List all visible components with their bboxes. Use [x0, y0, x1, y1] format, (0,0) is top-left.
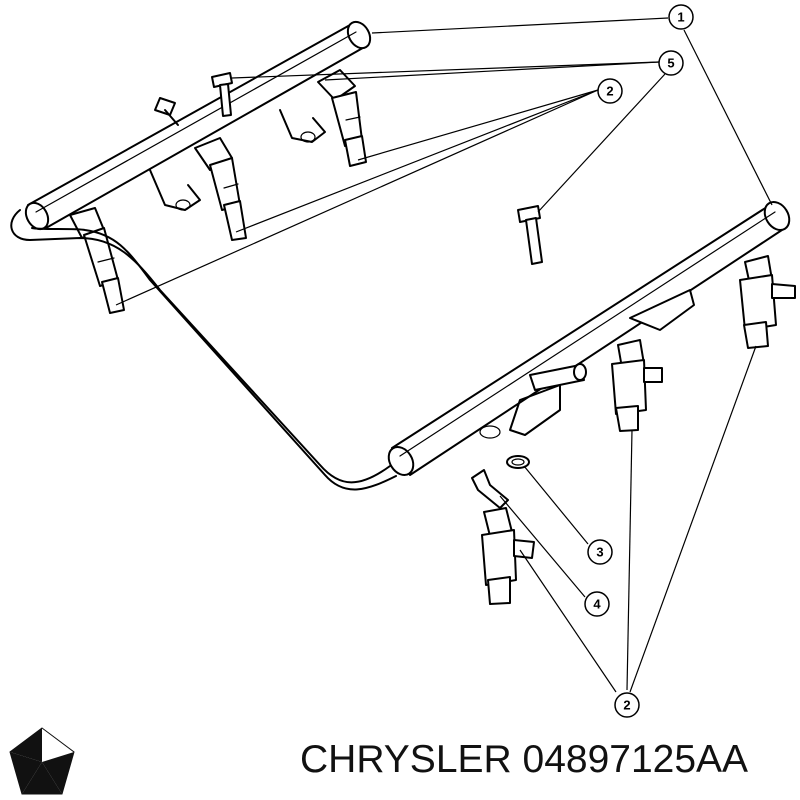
upper-injector-1 [317, 69, 367, 167]
crossover-fuel-tube [10, 209, 397, 491]
leader-lines [115, 17, 773, 693]
exploded-injector [481, 507, 535, 605]
svg-text:2: 2 [623, 698, 630, 713]
part-number-label: CHRYSLER 04897125AA [300, 738, 749, 781]
loose-bolt [517, 205, 543, 265]
lower-injector-2 [611, 339, 663, 432]
callout-5: 5 [658, 50, 684, 76]
lower-fuel-rail [387, 201, 791, 476]
callout-2-lower: 2 [614, 692, 640, 718]
upper-injector-3 [69, 207, 125, 314]
svg-text:2: 2 [606, 84, 613, 99]
upper-bolt [211, 72, 233, 117]
svg-text:5: 5 [667, 56, 674, 71]
lower-bracket [479, 289, 695, 439]
chrysler-pentastar-icon [9, 727, 75, 795]
callout-4: 4 [584, 591, 610, 617]
callout-2-upper: 2 [597, 78, 623, 104]
retaining-clip [471, 469, 509, 509]
callout-3: 3 [587, 539, 613, 565]
o-ring [506, 455, 530, 469]
upper-injector-2 [194, 137, 247, 241]
callout-1: 1 [668, 4, 694, 30]
svg-text:1: 1 [677, 10, 684, 25]
svg-text:4: 4 [593, 597, 601, 612]
upper-brackets [149, 97, 326, 211]
svg-text:3: 3 [596, 545, 603, 560]
lower-injector-1 [739, 255, 796, 349]
